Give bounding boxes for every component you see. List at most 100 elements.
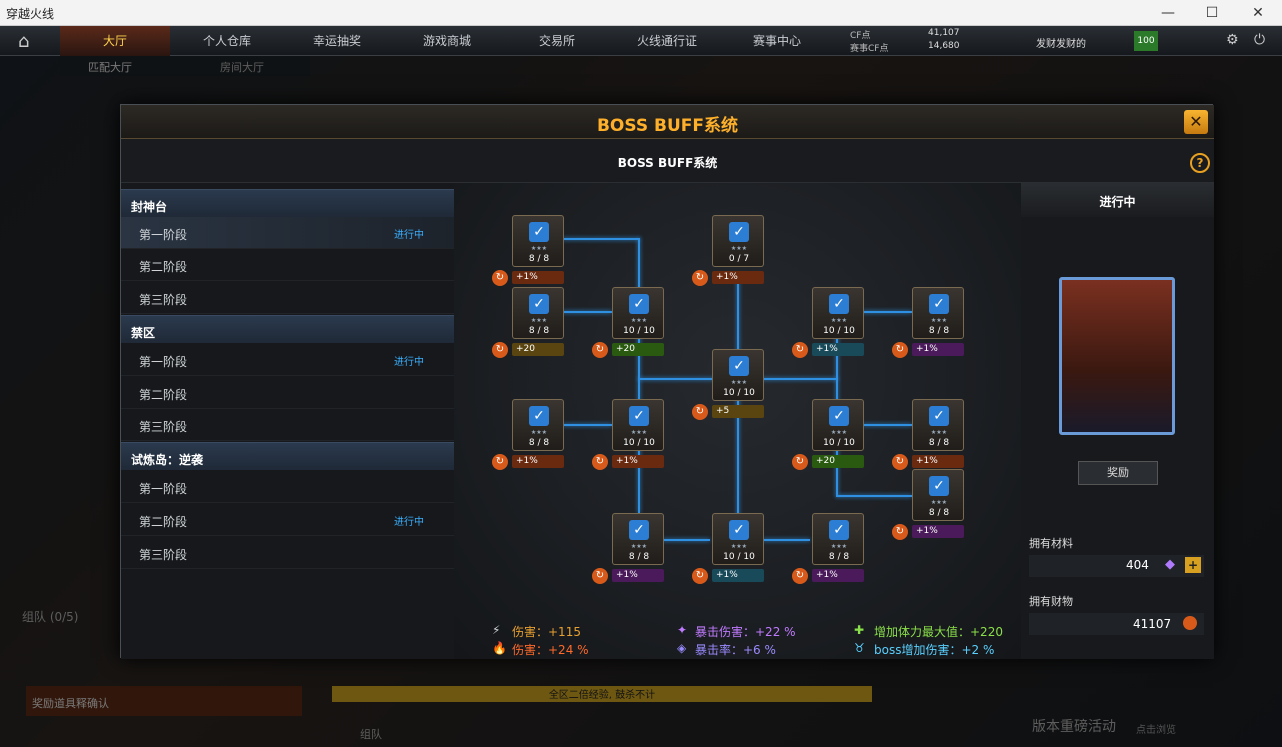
- check-icon: ✓: [929, 406, 949, 426]
- category-header: 禁区: [121, 315, 454, 343]
- home-icon[interactable]: ⌂: [18, 31, 30, 52]
- buff-node[interactable]: ✓ ★★★ 8 / 8: [912, 469, 964, 521]
- buff-node[interactable]: ✓★★★8 / 8: [612, 513, 664, 565]
- match-cf-label: 赛事CF点: [850, 44, 889, 54]
- nav-exchange[interactable]: 交易所: [538, 34, 575, 48]
- nav-events[interactable]: 赛事中心: [752, 34, 801, 48]
- buff-node[interactable]: ✓★★★8 / 8: [912, 287, 964, 339]
- node-count: 10 / 10: [723, 388, 755, 398]
- check-icon: ✓: [629, 520, 649, 540]
- refresh-icon[interactable]: ↻: [892, 524, 908, 540]
- minimize-button[interactable]: —: [1161, 5, 1175, 21]
- node-count: 10 / 10: [623, 326, 655, 336]
- nav-hall[interactable]: 大厅: [60, 26, 170, 56]
- refresh-icon[interactable]: ↻: [892, 342, 908, 358]
- node-count: 8 / 8: [828, 552, 850, 562]
- buff-node[interactable]: ✓★★★8 / 8: [912, 399, 964, 451]
- star-rating: ★★★: [830, 543, 848, 550]
- tab-match-hall[interactable]: 匹配大厅: [88, 61, 132, 74]
- stage-item[interactable]: 第一阶段进行中: [121, 217, 454, 249]
- buff-node[interactable]: ✓★★★10 / 10: [812, 399, 864, 451]
- stage-item[interactable]: 第二阶段进行中: [121, 504, 454, 536]
- modal-title: BOSS BUFF系统: [596, 116, 739, 136]
- buff-node[interactable]: ✓★★★8 / 8: [512, 215, 564, 267]
- node-count: 10 / 10: [723, 552, 755, 562]
- refresh-icon[interactable]: ↻: [892, 454, 908, 470]
- gear-icon[interactable]: ⚙: [1226, 32, 1239, 48]
- star-rating: ★★★: [930, 499, 948, 506]
- buff-node[interactable]: ✓★★★0 / 7: [712, 215, 764, 267]
- node-count: 10 / 10: [823, 438, 855, 448]
- close-window-button[interactable]: ✕: [1252, 5, 1264, 21]
- refresh-icon[interactable]: ↻: [792, 342, 808, 358]
- nav-pass[interactable]: 火线通行证: [636, 34, 697, 48]
- stat-damage-pct: 伤害：+24 %: [512, 643, 589, 657]
- refresh-icon[interactable]: ↻: [492, 270, 508, 286]
- team-footer: 组队: [360, 728, 382, 741]
- category-header: 封神台: [121, 189, 454, 217]
- boss-card-image: [1059, 277, 1175, 435]
- close-modal-button[interactable]: ✕: [1184, 110, 1208, 134]
- check-icon: ✓: [729, 520, 749, 540]
- help-icon[interactable]: ?: [1190, 153, 1210, 173]
- node-count: 8 / 8: [928, 508, 950, 518]
- check-icon: ✓: [929, 294, 949, 314]
- buff-node[interactable]: ✓★★★8 / 8: [812, 513, 864, 565]
- node-bonus: +1%: [712, 569, 764, 582]
- refresh-icon[interactable]: ↻: [692, 568, 708, 584]
- username[interactable]: 发财发财的: [1036, 39, 1086, 50]
- buff-node[interactable]: ✓★★★8 / 8: [512, 399, 564, 451]
- star-rating: ★★★: [730, 543, 748, 550]
- refresh-icon[interactable]: ↻: [792, 454, 808, 470]
- wealth-label: 拥有财物: [1029, 595, 1073, 608]
- stage-item[interactable]: 第三阶段: [121, 537, 454, 569]
- refresh-icon[interactable]: ↻: [692, 270, 708, 286]
- check-icon: ✓: [529, 222, 549, 242]
- node-count: 10 / 10: [823, 326, 855, 336]
- add-material-button[interactable]: +: [1185, 557, 1201, 573]
- nav-shop[interactable]: 游戏商城: [422, 34, 471, 48]
- buff-node[interactable]: ✓★★★10 / 10: [612, 287, 664, 339]
- stage-item[interactable]: 第三阶段: [121, 409, 454, 441]
- buff-node[interactable]: ✓★★★8 / 8: [512, 287, 564, 339]
- refresh-icon[interactable]: ↻: [492, 342, 508, 358]
- check-icon: ✓: [829, 294, 849, 314]
- refresh-icon[interactable]: ↻: [792, 568, 808, 584]
- stage-item[interactable]: 第一阶段进行中: [121, 344, 454, 376]
- stage-item[interactable]: 第一阶段: [121, 471, 454, 503]
- connector-line: [562, 311, 612, 313]
- stage-item[interactable]: 第二阶段: [121, 377, 454, 409]
- coin-icon: [1183, 616, 1197, 630]
- sub-nav: 匹配大厅 房间大厅: [60, 56, 310, 76]
- star-rating: ★★★: [930, 317, 948, 324]
- buff-node[interactable]: ✓ ★★★ 10 / 10: [712, 513, 764, 565]
- stat-crit-rate: 暴击率：+6 %: [695, 643, 776, 657]
- reward-confirm-bar[interactable]: 奖励道具释确认: [26, 686, 302, 716]
- buff-node[interactable]: ✓★★★10 / 10: [612, 399, 664, 451]
- tab-room-hall[interactable]: 房间大厅: [220, 61, 264, 74]
- event-sub[interactable]: 点击浏览: [1136, 725, 1176, 736]
- modal-header: BOSS BUFF系统 ✕: [121, 105, 1214, 139]
- star-rating: ★★★: [730, 245, 748, 252]
- cf-label: CF点: [850, 31, 871, 41]
- stage-item[interactable]: 第三阶段: [121, 282, 454, 314]
- refresh-icon[interactable]: ↻: [592, 342, 608, 358]
- refresh-icon[interactable]: ↻: [492, 454, 508, 470]
- reward-button[interactable]: 奖励: [1078, 461, 1158, 485]
- check-icon: ✓: [929, 476, 949, 496]
- refresh-icon[interactable]: ↻: [592, 568, 608, 584]
- stage-item[interactable]: 第二阶段: [121, 249, 454, 281]
- power-icon[interactable]: ⏻: [1254, 32, 1266, 48]
- buff-node[interactable]: ✓★★★10 / 10: [812, 287, 864, 339]
- nav-lottery[interactable]: 幸运抽奖: [312, 34, 361, 48]
- maximize-button[interactable]: ☐: [1205, 5, 1219, 21]
- refresh-icon[interactable]: ↻: [692, 404, 708, 420]
- connector-line: [862, 311, 912, 313]
- star-rating: ★★★: [530, 317, 548, 324]
- event-banner[interactable]: 版本重磅活动: [1032, 719, 1116, 735]
- refresh-icon[interactable]: ↻: [592, 454, 608, 470]
- nav-warehouse[interactable]: 个人仓库: [202, 34, 251, 48]
- connector-line: [662, 539, 710, 541]
- buff-node[interactable]: ✓★★★10 / 10: [712, 349, 764, 401]
- node-bonus: +1%: [912, 343, 964, 356]
